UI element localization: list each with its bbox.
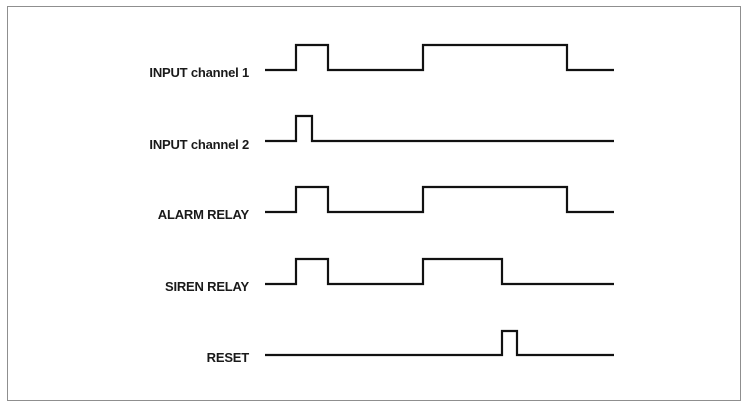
waveform-input-channel-1	[265, 43, 614, 72]
signal-label-siren-relay: SIREN RELAY	[165, 279, 250, 294]
waveform-input-channel-2	[265, 114, 614, 143]
diagram-frame	[7, 6, 741, 401]
signal-label-reset: RESET	[207, 350, 250, 365]
signal-label-alarm-relay: ALARM RELAY	[158, 207, 250, 222]
signal-row-reset: RESET	[207, 329, 614, 365]
signal-row-input-channel-2: INPUT channel 2	[149, 114, 614, 152]
signal-row-input-channel-1: INPUT channel 1	[149, 43, 614, 80]
waveform-siren-relay	[265, 257, 614, 286]
waveform-alarm-relay	[265, 185, 614, 214]
signal-label-input-channel-2: INPUT channel 2	[149, 137, 249, 152]
waveform-reset	[265, 329, 614, 357]
signal-row-siren-relay: SIREN RELAY	[165, 257, 614, 294]
signal-row-alarm-relay: ALARM RELAY	[158, 185, 614, 222]
signal-label-input-channel-1: INPUT channel 1	[149, 65, 249, 80]
